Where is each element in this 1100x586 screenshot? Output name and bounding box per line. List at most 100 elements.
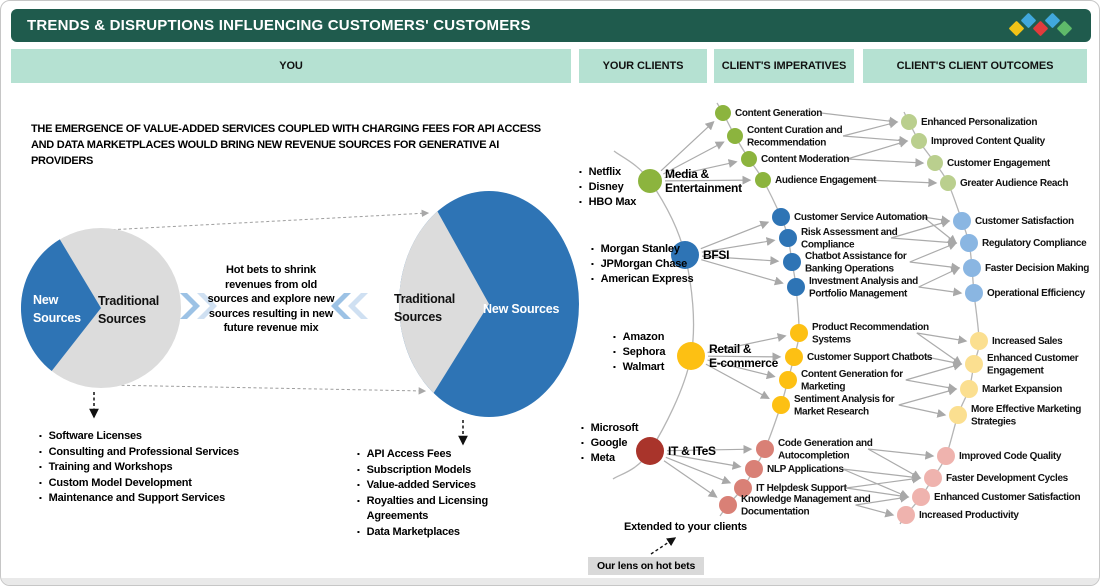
- bullet-icon: ▪: [357, 480, 360, 490]
- list-item: ▪API Access Fees: [357, 448, 452, 460]
- imperative-node: [745, 460, 763, 478]
- imperative-label: Customer Service Automation: [794, 212, 928, 223]
- bullet-icon: ▪: [591, 259, 594, 269]
- chevron-right-icon: [180, 293, 200, 319]
- sector-label: Retail &E-commerce: [709, 342, 779, 370]
- pie-after-new-label: New Sources: [483, 302, 560, 316]
- bullet-icon: ▪: [357, 496, 360, 505]
- headline: THE EMERGENCE OF VALUE-ADDED SERVICES CO…: [31, 123, 541, 167]
- list-item: ▪Consulting and Professional Services: [39, 445, 239, 458]
- imperative-node: [741, 151, 757, 167]
- bullet-icon: ▪: [357, 465, 360, 474]
- chevron-right-icon: [197, 293, 217, 319]
- list-item: ▪JPMorgan Chase: [591, 258, 688, 270]
- bullet-icon: ▪: [579, 197, 582, 207]
- outcome-label: Customer Engagement: [947, 158, 1051, 169]
- imperative-node: [787, 278, 805, 296]
- imperative-node: [783, 253, 801, 271]
- client-list-retail: ▪Amazon▪Sephora▪Walmart: [613, 330, 723, 375]
- column-header-you: YOU: [11, 49, 571, 83]
- list-item: ▪Google: [581, 437, 628, 449]
- bullet-icon: ▪: [579, 167, 582, 177]
- bullet-icon: ▪: [591, 274, 594, 284]
- list-item: ▪HBO Max: [579, 196, 637, 208]
- page-title: TRENDS & DISRUPTIONS INFLUENCING CUSTOME…: [27, 17, 531, 34]
- outcome-label: Enhanced Personalization: [921, 117, 1037, 128]
- outcome-label: Increased Sales: [992, 336, 1063, 347]
- column-header-outcomes: CLIENT'S CLIENT OUTCOMES: [863, 49, 1087, 83]
- outcome-node: [927, 155, 943, 171]
- sector-node: [677, 342, 705, 370]
- imperative-label: Content Moderation: [761, 154, 849, 165]
- bullet-icon: ▪: [39, 462, 42, 472]
- list-item: ▪Software Licenses: [39, 430, 142, 442]
- list-item: ▪Microsoft: [581, 422, 639, 434]
- bullet-icon: ▪: [613, 347, 616, 357]
- sector-label: IT & ITeS: [668, 444, 716, 458]
- revenue-list-traditional: ▪Software Licenses ▪Consulting and Profes…: [39, 429, 289, 507]
- transition-text: Hot bets to shrink revenues from old sou…: [207, 264, 335, 334]
- imperative-node: [772, 396, 790, 414]
- outcome-label: Greater Audience Reach: [960, 178, 1068, 189]
- pie-before-new-slice: [20, 239, 102, 371]
- outcome-label: Increased Productivity: [919, 510, 1019, 521]
- chevron-left-icon: [331, 293, 351, 319]
- sector-label: BFSI: [703, 248, 729, 262]
- imperative-node: [755, 172, 771, 188]
- column-header-imperatives: CLIENT'S IMPERATIVES: [714, 49, 854, 83]
- sector-label: Media &Entertainment: [665, 167, 742, 195]
- bullet-icon: ▪: [581, 453, 584, 463]
- dashed-connector-bottom: [104, 384, 427, 395]
- imperative-label: Customer Support Chatbots: [807, 352, 933, 363]
- list-item: ▪Disney: [579, 181, 624, 193]
- lens-badge: Our lens on hot bets: [588, 557, 705, 575]
- outcome-node: [897, 506, 915, 524]
- imperative-node: [785, 348, 803, 366]
- outcome-node: [960, 380, 978, 398]
- bullet-icon: ▪: [579, 182, 582, 192]
- outcome-node: [937, 447, 955, 465]
- outcome-node: [912, 488, 930, 506]
- outcome-label: Market Expansion: [982, 384, 1062, 395]
- title-bar: TRENDS & DISRUPTIONS INFLUENCING CUSTOME…: [11, 9, 1091, 42]
- list-item: ▪Maintenance and Support Services: [39, 492, 226, 504]
- list-item: ▪American Express: [591, 273, 694, 285]
- imperative-label: IT Helpdesk Support: [756, 483, 848, 494]
- bullet-icon: ▪: [581, 423, 584, 433]
- bullet-icon: ▪: [613, 362, 616, 372]
- footer-strip: [1, 578, 1099, 585]
- outcome-label: Enhanced Customer Satisfaction: [934, 492, 1080, 503]
- outcome-node: [940, 175, 956, 191]
- revenue-list-new: ▪API Access Fees▪Subscription Models▪Val…: [357, 447, 509, 540]
- imperative-node: [727, 128, 743, 144]
- imperative-node: [734, 479, 752, 497]
- lens-annotation-arrow: [650, 537, 677, 555]
- imperative-node: [779, 229, 797, 247]
- imperative-label: Audience Engagement: [775, 175, 877, 186]
- client-list-it: ▪Microsoft▪Google▪Meta: [581, 421, 691, 466]
- list-item: ▪Netflix: [579, 166, 621, 178]
- outcome-node: [949, 406, 967, 424]
- bullet-icon: ▪: [357, 527, 360, 536]
- client-list-bfsi: ▪Morgan Stanley▪JPMorgan Chase▪American …: [591, 242, 721, 287]
- list-item: ▪Royalties and Licensing Agreements: [357, 494, 488, 523]
- list-item: ▪Subscription Models: [357, 463, 472, 476]
- outcome-label: Operational Efficiency: [987, 288, 1086, 299]
- outcome-label: Customer Satisfaction: [975, 216, 1074, 227]
- imperative-node: [756, 440, 774, 458]
- bullet-icon: ▪: [581, 438, 584, 448]
- extended-to-clients-label: Extended to your clients: [624, 521, 747, 533]
- sector-node: [638, 169, 662, 193]
- list-item: ▪Custom Model Development: [39, 476, 192, 489]
